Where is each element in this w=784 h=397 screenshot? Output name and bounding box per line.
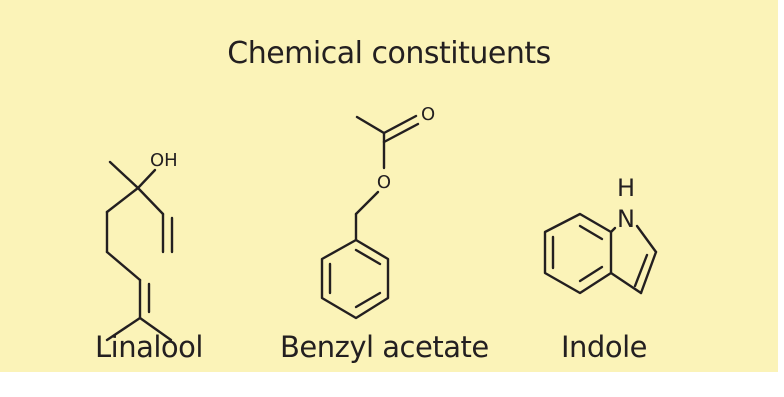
benzyl-acetate-ester-o-label: O [377, 172, 391, 193]
figure-title: Chemical constituents [227, 36, 551, 71]
benzyl-acetate-label: Benzyl acetate [280, 330, 489, 364]
structures-canvas: OH O O H [105, 104, 658, 342]
indole-n-label: N [617, 205, 635, 233]
indole-structure: H N [543, 174, 658, 295]
benzyl-acetate-carbonyl-o-label: O [421, 104, 435, 125]
benzyl-acetate-structure: O O [320, 104, 435, 320]
linalool-structure: OH [105, 150, 178, 342]
linalool-label: Linalool [95, 330, 203, 364]
indole-label: Indole [561, 330, 647, 364]
indole-h-label: H [617, 174, 635, 202]
linalool-oh-label: OH [150, 150, 178, 171]
figure-panel: Chemical constituents OH O O [0, 0, 778, 372]
